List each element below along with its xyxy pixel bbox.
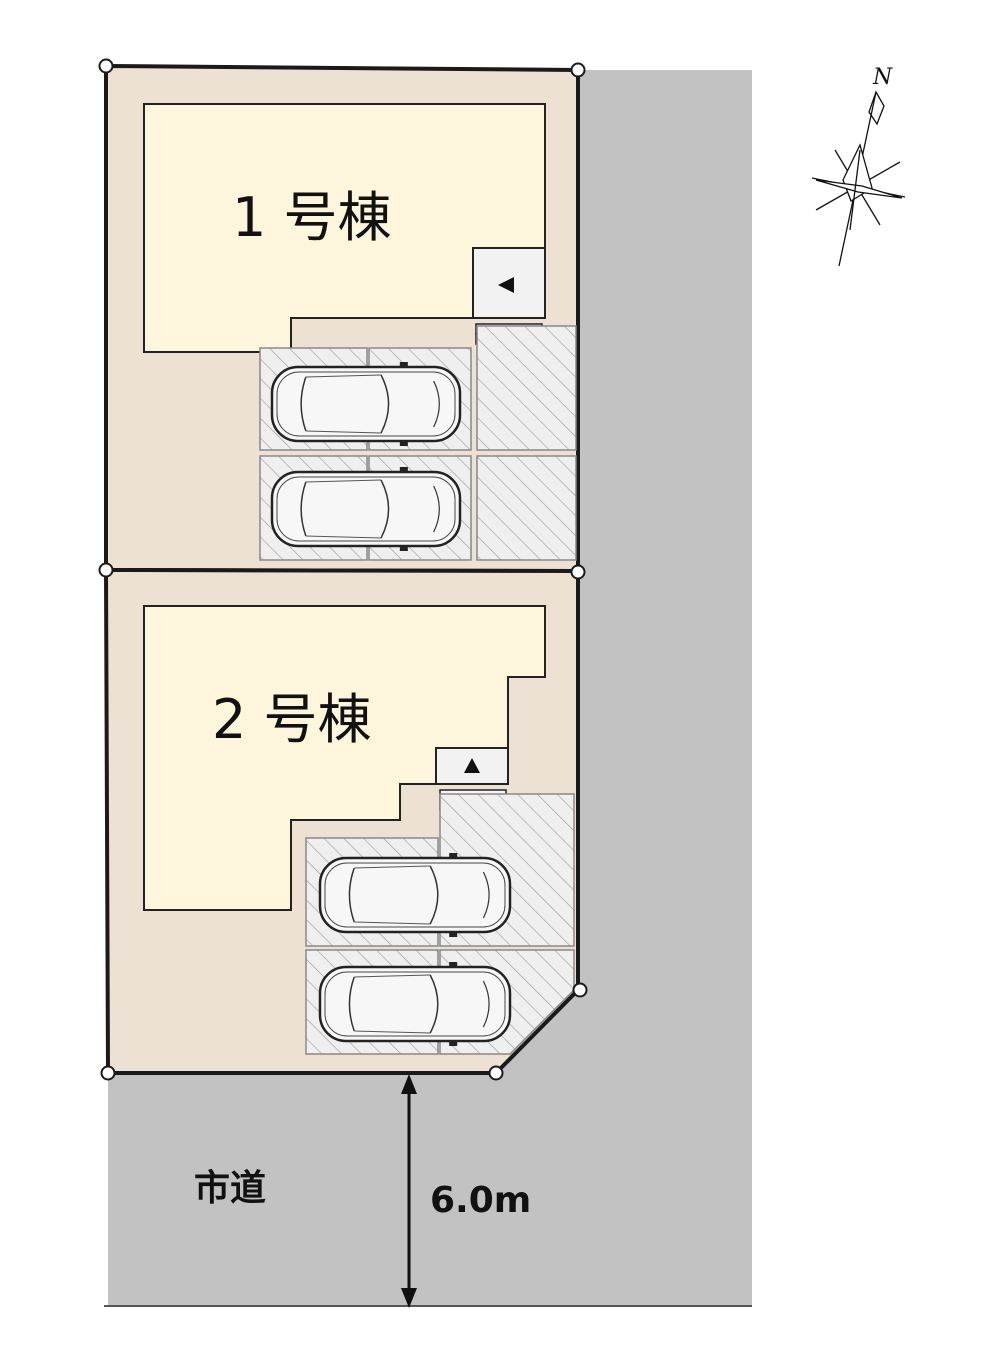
boundary-marker (570, 564, 586, 580)
parking-space (476, 325, 577, 451)
parking-space (476, 455, 577, 561)
road-area (108, 70, 752, 1306)
car-icon (270, 362, 462, 446)
compass-rose-icon (811, 90, 906, 267)
car-icon (270, 467, 462, 551)
road-label: 市道 (194, 1168, 266, 1209)
arrow-down-icon (401, 1288, 417, 1308)
car-icon (318, 962, 512, 1046)
building-1-label: 1 号棟 (232, 186, 392, 249)
boundary-marker (98, 562, 114, 578)
cars (270, 362, 512, 1046)
arrow-up-icon (401, 1074, 417, 1094)
road-width-dimension (401, 1074, 417, 1308)
boundary-markers (98, 58, 588, 1081)
boundary-marker (100, 1065, 116, 1081)
boundary-marker (570, 62, 586, 78)
boundary-marker (488, 1065, 504, 1081)
left-triangle-icon (498, 277, 514, 293)
up-triangle-icon (464, 758, 480, 773)
north-label: N (872, 65, 893, 90)
boundary-marker (98, 58, 114, 74)
car-icon (318, 853, 512, 937)
boundary-marker (572, 982, 588, 998)
road-width-label: 6.0m (430, 1180, 531, 1221)
building-2-label: 2 号棟 (212, 688, 372, 751)
